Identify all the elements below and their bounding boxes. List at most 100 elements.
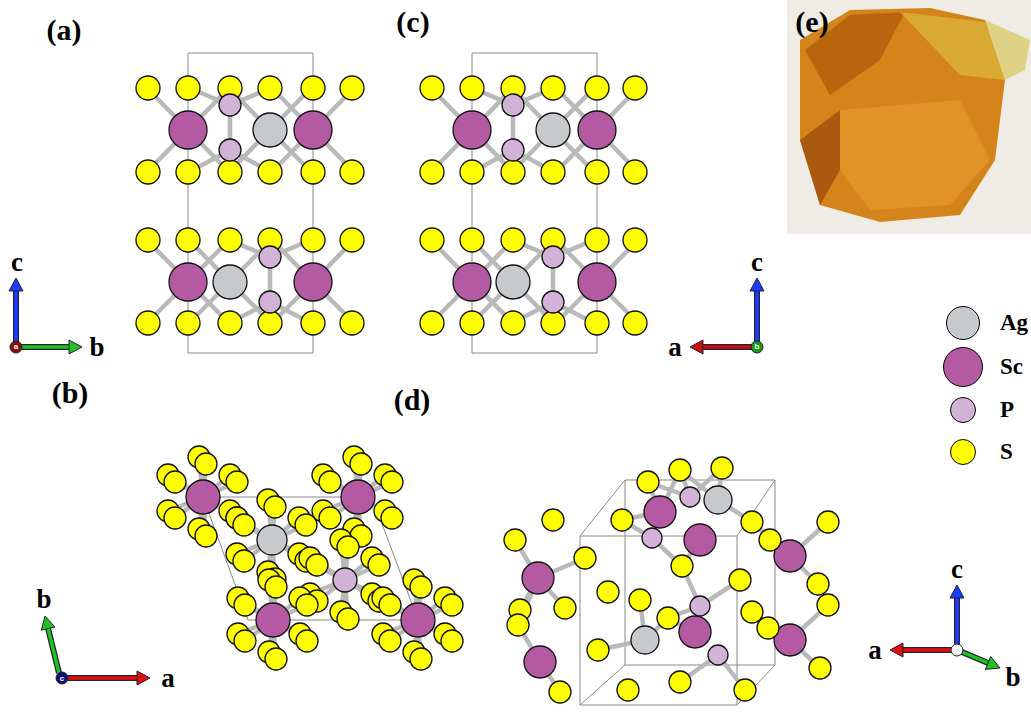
atom-s	[340, 228, 364, 252]
atom-s	[741, 601, 763, 623]
atom-s	[669, 671, 691, 693]
axis-label: b	[1005, 664, 1020, 691]
photo-background	[787, 0, 1031, 234]
atom-p	[259, 246, 281, 268]
atom-sc	[453, 263, 491, 301]
atom-s	[340, 160, 364, 184]
axis-shaft	[48, 629, 59, 673]
atom-ag	[496, 265, 530, 299]
atom-sc	[578, 263, 616, 301]
axis-shaft	[754, 291, 760, 342]
axis-arrowhead	[41, 616, 55, 630]
atom-s	[460, 311, 484, 335]
axis-shaft	[67, 676, 137, 680]
axis-arrowhead	[9, 278, 23, 291]
legend-swatch	[946, 306, 980, 340]
atom-s	[218, 160, 242, 184]
unit-cell-outline	[625, 480, 775, 665]
atom-s	[258, 311, 282, 335]
atom-ag	[257, 525, 287, 555]
atom-s	[195, 453, 217, 475]
atom-s	[176, 76, 200, 100]
panel-label: (d)	[394, 385, 431, 415]
atom-s	[295, 514, 317, 536]
axis-label: c	[751, 249, 763, 276]
panel-label: (c)	[396, 7, 429, 37]
atom-s	[574, 547, 596, 569]
axis-origin-label: a	[14, 343, 18, 351]
axis-shaft	[962, 652, 988, 663]
atom-s	[136, 76, 160, 100]
atom-p	[219, 94, 241, 116]
axis-shaft	[703, 345, 752, 349]
atom-s	[337, 608, 359, 630]
axis-shaft	[21, 345, 69, 349]
axis-label: a	[668, 334, 682, 361]
axis-shaft	[755, 291, 759, 342]
atom-s	[809, 657, 831, 679]
unit-cell-outline	[472, 53, 597, 353]
axis-shaft	[954, 598, 960, 645]
axis-origin	[751, 341, 763, 353]
atom-s	[501, 160, 525, 184]
atom-s	[301, 228, 325, 252]
atom-s	[258, 76, 282, 100]
atom-s	[541, 76, 565, 100]
atom-s	[234, 594, 256, 616]
atom-s	[296, 630, 318, 652]
axis-label: c	[11, 249, 23, 276]
atom-s	[319, 507, 341, 529]
atom-p	[680, 487, 700, 507]
atom-s	[507, 614, 529, 636]
atom-s	[350, 453, 372, 475]
atoms	[136, 76, 839, 703]
axis-shaft	[903, 647, 952, 653]
legend-text: Sc	[1000, 354, 1023, 380]
atom-s	[136, 311, 160, 335]
atom-s	[218, 311, 242, 335]
atom-s	[136, 160, 160, 184]
axis-shaft	[21, 344, 69, 350]
axis-arrowhead	[890, 643, 903, 657]
atom-s	[368, 554, 390, 576]
atom-s	[301, 160, 325, 184]
axis-shaft	[67, 675, 137, 681]
atom-s	[729, 569, 751, 591]
unit-cell-outline	[580, 536, 737, 705]
axis-shaft	[962, 652, 988, 663]
atom-s	[657, 607, 679, 629]
crystal-facet	[800, 110, 840, 205]
atom-s	[233, 514, 255, 536]
atom-sc	[169, 111, 207, 149]
atom-s	[136, 228, 160, 252]
atom-s	[501, 311, 525, 335]
axis-origin	[951, 644, 963, 656]
atom-s	[441, 630, 463, 652]
atom-s	[195, 525, 217, 547]
atom-s	[379, 630, 401, 652]
atom-s	[176, 228, 200, 252]
axis-label: b	[36, 586, 51, 613]
atom-s	[265, 648, 287, 670]
crystal-flake	[985, 20, 1030, 80]
atom-s	[420, 160, 444, 184]
atom-sc	[294, 263, 332, 301]
atom-s	[542, 509, 564, 531]
atom-s	[381, 471, 403, 493]
bonds	[147, 88, 828, 692]
atom-sc	[169, 263, 207, 301]
atom-sc	[186, 480, 220, 514]
atom-s	[629, 589, 651, 611]
atom-s	[233, 550, 255, 572]
atom-s	[617, 679, 639, 701]
panel-label: (e)	[795, 7, 828, 37]
axis-arrowhead	[750, 278, 764, 291]
atom-s	[623, 160, 647, 184]
atom-s	[420, 76, 444, 100]
legend-text: S	[1000, 439, 1013, 465]
atom-sc	[341, 480, 375, 514]
atom-s	[585, 76, 609, 100]
atom-p	[259, 291, 281, 313]
crystal-photo	[787, 0, 1031, 234]
